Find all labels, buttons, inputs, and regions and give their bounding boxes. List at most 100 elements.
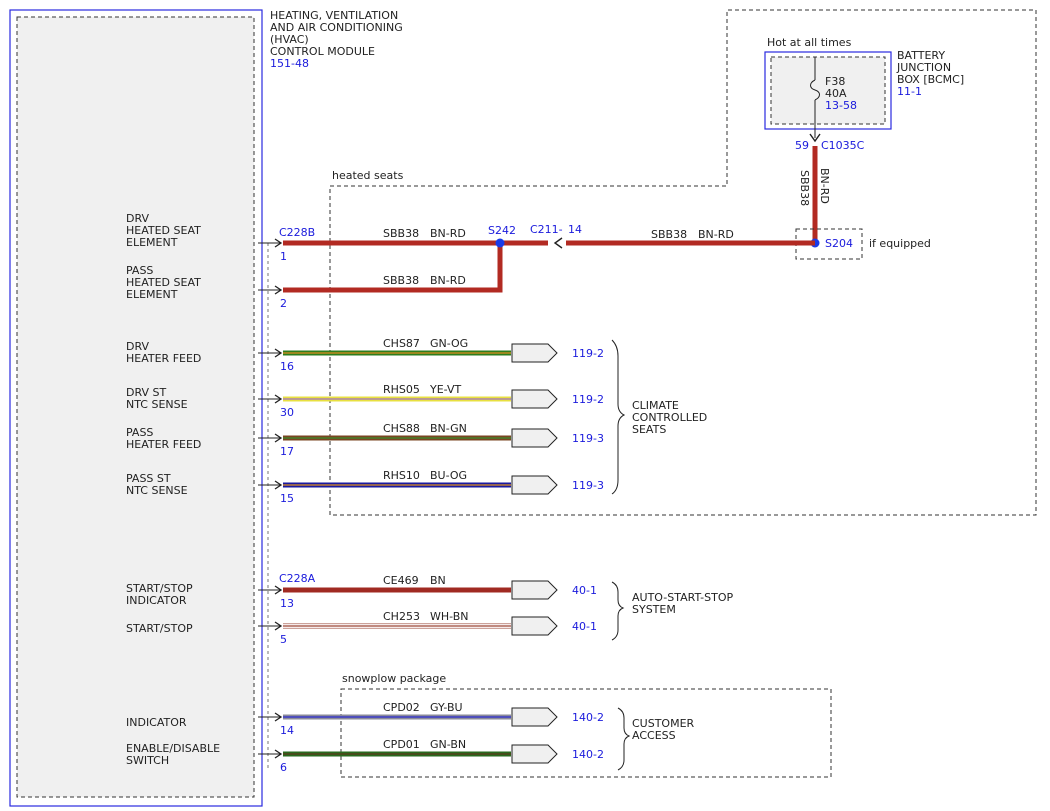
pin-number: 13: [280, 597, 294, 610]
pin-number: 2: [280, 297, 287, 310]
group-customer-line-1: CUSTOMER: [632, 717, 695, 730]
destination-connector-icon: [511, 616, 558, 636]
destination-connector-icon: [511, 389, 558, 409]
pin-label-line: SWITCH: [126, 754, 169, 767]
pin-label-line: PASS: [126, 264, 153, 277]
pin-arrow-icon: [274, 433, 283, 443]
customer-access-brace: [617, 707, 631, 771]
pin-number: 6: [280, 761, 287, 774]
hvac-module-body: [16, 16, 255, 798]
pin-label-line: DRV: [126, 340, 150, 353]
destination-ref: 140-2: [572, 711, 604, 724]
destination-connector-icon: [511, 428, 558, 448]
top-wire-color: BN-RD: [698, 228, 734, 241]
destination-connector-icon: [511, 707, 558, 727]
heated-seats-region: [329, 9, 1037, 516]
pin-label-line: HEATER FEED: [126, 438, 201, 451]
battery-junction-box-outline: [764, 51, 892, 130]
destination-ref: 119-3: [572, 432, 604, 445]
module-title-line-3: (HVAC): [270, 33, 309, 46]
climate-seats-brace: [611, 339, 626, 495]
wire-color: BU-OG: [430, 469, 467, 482]
group-auto-start-line-2: SYSTEM: [632, 603, 676, 616]
pin-label-line: DRV: [126, 212, 150, 225]
battery-box-name-line-3: BOX [BCMC]: [897, 73, 964, 86]
fuse-rating: 40A: [825, 87, 847, 100]
pin-label-line: ELEMENT: [126, 288, 178, 301]
destination-connector-icon: [511, 580, 558, 600]
wire-circuit: CHS88: [383, 422, 420, 435]
pin-label-line: NTC SENSE: [126, 398, 188, 411]
module-title-line-4: CONTROL MODULE: [270, 45, 375, 58]
group-customer-line-2: ACCESS: [632, 729, 676, 742]
wire-color: BN-RD: [430, 274, 466, 287]
heated-seats-label: heated seats: [332, 169, 404, 182]
pin-label-line: INDICATOR: [126, 716, 187, 729]
snowplow-label: snowplow package: [342, 672, 446, 685]
wire-color: GY-BU: [430, 701, 463, 714]
fuse-symbol-icon: [810, 79, 820, 101]
pin-label-line: HEATER FEED: [126, 352, 201, 365]
destination-ref: 40-1: [572, 584, 597, 597]
pin-label-line: DRV ST: [126, 386, 167, 399]
pin-label-line: START/STOP: [126, 622, 193, 635]
battery-junction-box-body: [770, 56, 886, 125]
pin-number: 14: [280, 724, 294, 737]
wire-circuit: CPD01: [383, 738, 420, 751]
pin-label-line: PASS: [126, 426, 153, 439]
destination-ref: 119-2: [572, 347, 604, 360]
wire-color: BN-GN: [430, 422, 467, 435]
destination-ref: 119-3: [572, 479, 604, 492]
c211-pin: 14: [568, 223, 582, 236]
group-auto-start-line-1: AUTO-START-STOP: [632, 591, 733, 604]
fuse-name: F38: [825, 75, 845, 88]
pin-arrow-icon: [274, 394, 283, 404]
group-climate-line-2: CONTROLLED: [632, 411, 707, 424]
group-climate-line-1: CLIMATE: [632, 399, 679, 412]
battery-box-name-line-1: BATTERY: [897, 49, 945, 62]
hvac-module-outline: [9, 9, 263, 807]
pin-number: 30: [280, 406, 294, 419]
destination-ref: 119-2: [572, 393, 604, 406]
pin-arrow-icon: [274, 238, 283, 248]
fuse-output-arrow-icon: [809, 133, 821, 143]
pin-arrow-icon: [274, 712, 283, 722]
s204-label: S204: [825, 237, 853, 250]
pin-arrow-icon: [274, 749, 283, 759]
auto-start-stop-brace: [611, 581, 625, 641]
pin-label-line: ELEMENT: [126, 236, 178, 249]
wire-circuit: CH253: [383, 610, 420, 623]
wire-circuit: CPD02: [383, 701, 420, 714]
destination-connector-icon: [511, 475, 558, 495]
c228b-label: C228B: [279, 226, 315, 239]
vertical-wire-color: BN-RD: [818, 168, 831, 204]
c211-connector-icon: [553, 237, 563, 249]
destination-connector-icon: [511, 744, 558, 764]
pin-label-line: START/STOP: [126, 582, 193, 595]
wire-color: GN-BN: [430, 738, 466, 751]
destination-connector-icon: [511, 343, 558, 363]
pin-number: 5: [280, 633, 287, 646]
module-title-line-1: HEATING, VENTILATION: [270, 9, 398, 22]
pin-arrow-icon: [274, 621, 283, 631]
destination-ref: 40-1: [572, 620, 597, 633]
snowplow-region: [340, 688, 832, 778]
destination-ref: 140-2: [572, 748, 604, 761]
top-wire-circuit: SBB38: [651, 228, 687, 241]
wire-color: BN-RD: [430, 227, 466, 240]
hot-at-all-times-label: Hot at all times: [767, 36, 852, 49]
pin-label-line: HEATED SEAT: [126, 224, 201, 237]
pin-label-line: PASS ST: [126, 472, 171, 485]
wire-color: BN: [430, 574, 446, 587]
wire-s242-to-pin-2: [283, 243, 503, 293]
pin-arrow-icon: [274, 348, 283, 358]
vertical-wire-circuit: SBB38: [798, 170, 811, 206]
battery-box-name-line-2: JUNCTION: [896, 61, 951, 74]
module-ref: 151-48: [270, 57, 309, 70]
s242-splice-icon: [495, 238, 505, 248]
c211-label: C211-: [530, 223, 563, 236]
pin-number: 16: [280, 360, 294, 373]
pin-label-line: INDICATOR: [126, 594, 187, 607]
